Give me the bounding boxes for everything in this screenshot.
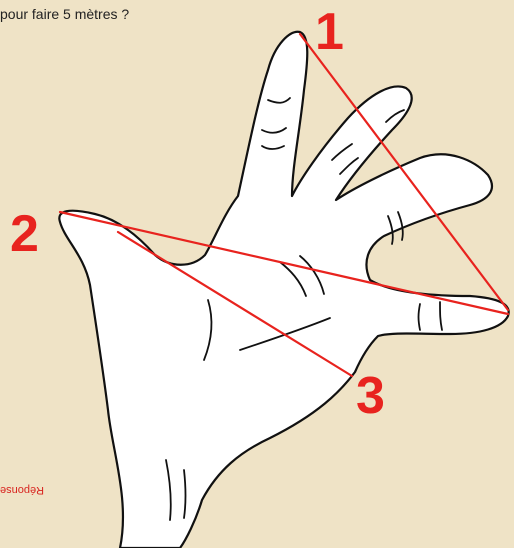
- label-3: 3: [356, 370, 385, 422]
- label-2: 2: [10, 208, 39, 260]
- hand-outline: [59, 32, 508, 548]
- label-1: 1: [315, 6, 344, 58]
